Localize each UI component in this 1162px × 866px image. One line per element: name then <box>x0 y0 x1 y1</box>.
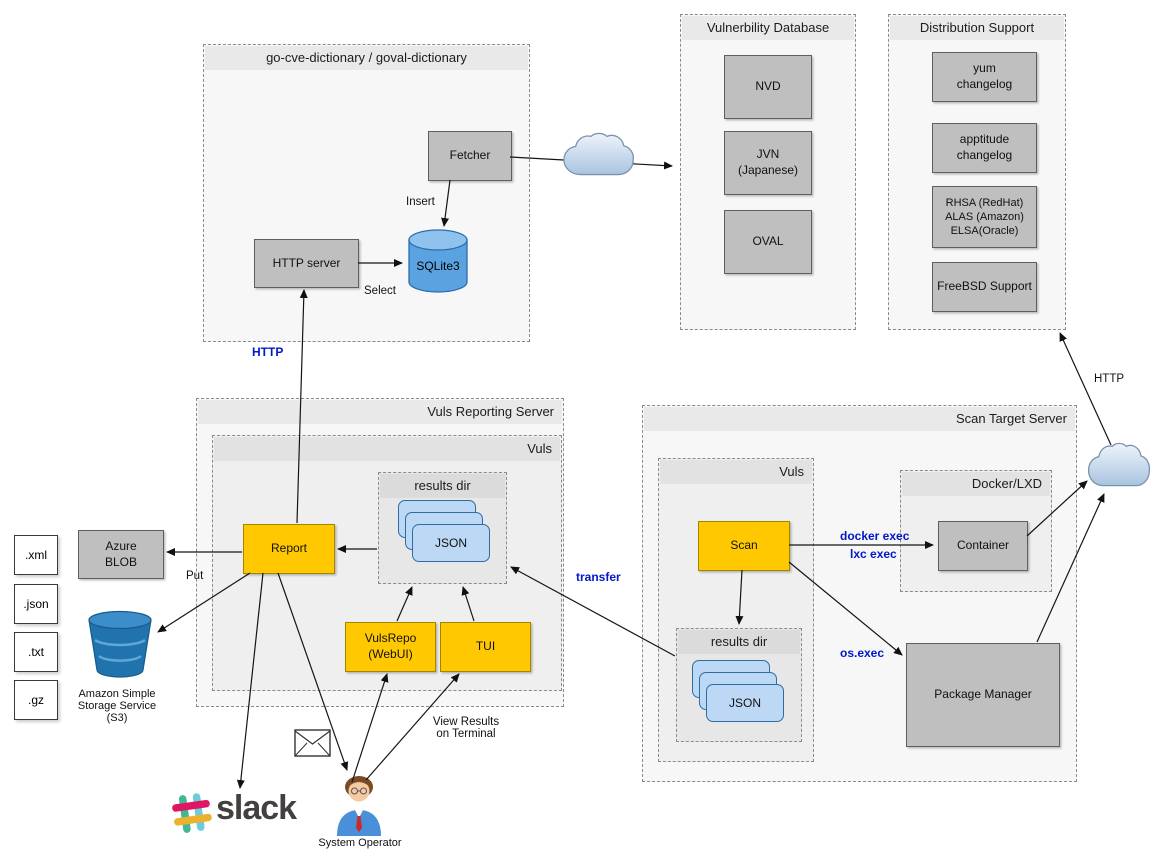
slack-logo-icon <box>172 793 212 833</box>
system-operator-label: System Operator <box>318 837 402 849</box>
json-file-front: JSON <box>412 524 490 562</box>
select-label: Select <box>364 285 396 297</box>
internet-cloud-right-icon <box>1089 443 1150 485</box>
fetcher-node: Fetcher <box>428 131 512 181</box>
zone-scan-target-server-title: Scan Target Server <box>644 407 1075 431</box>
sqlite3-label: SQLite3 <box>416 259 460 273</box>
system-operator-icon <box>337 776 381 836</box>
zone-results-dir-reporting-title: results dir <box>380 474 505 498</box>
put-label: Put <box>186 570 204 582</box>
email-envelope-icon <box>294 729 331 757</box>
s3-label: Amazon Simple Storage Service (S3) <box>77 688 157 724</box>
vulsrepo-node: VulsRepo (WebUI) <box>345 622 436 672</box>
s3-bucket-icon <box>88 610 152 678</box>
file-gz-box: .gz <box>14 680 58 720</box>
freebsd-support-node: FreeBSD Support <box>932 262 1037 312</box>
scan-node: Scan <box>698 521 790 571</box>
jvn-node: JVN (Japanese) <box>724 131 812 195</box>
zone-cve-dictionary-title: go-cve-dictionary / goval-dictionary <box>205 46 528 70</box>
lxc-exec-label: lxc exec <box>850 547 897 561</box>
report-node: Report <box>243 524 335 574</box>
http-right-label: HTTP <box>1094 373 1125 385</box>
http-label: HTTP <box>252 345 284 359</box>
package-manager-node: Package Manager <box>906 643 1060 747</box>
zone-vulnerability-database-title: Vulnerbility Database <box>682 16 854 40</box>
zone-cve-dictionary: go-cve-dictionary / goval-dictionary <box>203 44 530 342</box>
zone-results-dir-scan-title: results dir <box>678 630 800 654</box>
docker-exec-label: docker exec <box>840 529 910 543</box>
zone-docker-lxd-title: Docker/LXD <box>902 472 1050 496</box>
yum-changelog-node: yum changelog <box>932 52 1037 102</box>
file-xml-box: .xml <box>14 535 58 575</box>
internet-cloud-top-icon <box>564 133 633 174</box>
view-results-label: View Results on Terminal <box>432 716 500 740</box>
oval-node: OVAL <box>724 210 812 274</box>
http-server-node: HTTP server <box>254 239 359 288</box>
sqlite3-database-icon: SQLite3 <box>408 229 468 293</box>
file-json-box: .json <box>14 584 58 624</box>
transfer-label: transfer <box>576 570 621 584</box>
azure-blob-node: Azure BLOB <box>78 530 164 579</box>
nvd-node: NVD <box>724 55 812 119</box>
zone-scan-vuls: Vuls <box>658 458 814 762</box>
apptitude-changelog-node: apptitude changelog <box>932 123 1037 173</box>
insert-label: Insert <box>406 196 435 208</box>
slack-wordmark: slack <box>216 789 297 827</box>
zone-reporting-vuls-title: Vuls <box>214 437 560 461</box>
container-node: Container <box>938 521 1028 571</box>
tui-node: TUI <box>440 622 531 672</box>
zone-scan-vuls-title: Vuls <box>660 460 812 484</box>
json-file-front-scan: JSON <box>706 684 784 722</box>
zone-distribution-support-title: Distribution Support <box>890 16 1064 40</box>
rhsa-alas-elsa-node: RHSA (RedHat) ALAS (Amazon) ELSA(Oracle) <box>932 186 1037 248</box>
os-exec-label: os.exec <box>840 646 885 660</box>
arrow-fetcher-to-vulndb <box>509 156 673 170</box>
zone-reporting-server-title: Vuls Reporting Server <box>198 400 562 424</box>
file-txt-box: .txt <box>14 632 58 672</box>
